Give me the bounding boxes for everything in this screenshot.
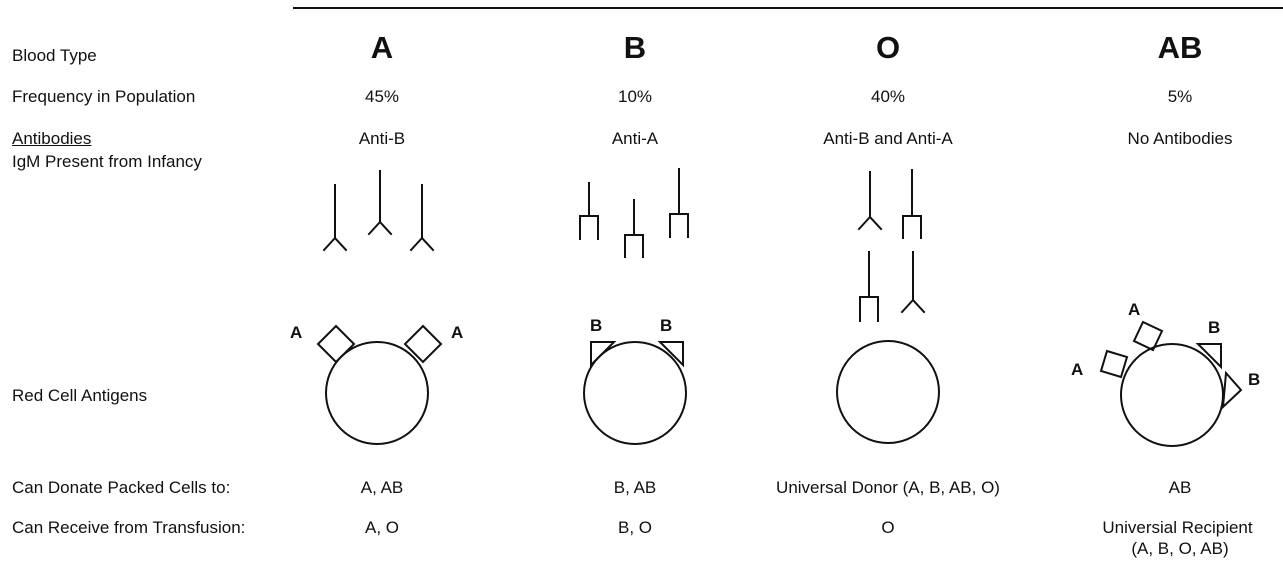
antigen-a-marker: [403, 324, 443, 364]
frequency-o: 40%: [870, 87, 906, 106]
antigen-label: B: [660, 316, 672, 335]
anti-a-antibody: [859, 251, 879, 322]
row-label-receive: Can Receive from Transfusion:: [12, 518, 246, 537]
blood-type-ab: AB: [1157, 30, 1203, 65]
anti-b-antibody: [409, 184, 435, 252]
row-label-antigens: Red Cell Antigens: [12, 386, 148, 405]
header-rule: [293, 7, 1283, 9]
antibodies-b: Anti-A: [611, 129, 659, 148]
row-label-antibodies: Antibodies: [12, 129, 92, 148]
antigen-a-marker: [1132, 320, 1164, 352]
frequency-b: 10%: [617, 87, 653, 106]
row-label-blood-type: Blood Type: [12, 46, 97, 65]
antigen-b-marker: [1221, 370, 1243, 410]
antibodies-a: Anti-B: [358, 129, 406, 148]
receive-a: A, O: [364, 518, 399, 537]
donate-ab: AB: [1168, 478, 1192, 497]
anti-b-antibody: [857, 171, 883, 231]
anti-a-antibody: [669, 168, 689, 238]
row-label-donate: Can Donate Packed Cells to:: [12, 478, 231, 497]
anti-a-antibody: [902, 169, 922, 239]
frequency-ab: 5%: [1167, 87, 1193, 106]
receive-o: O: [881, 518, 895, 537]
antigen-b-marker: [590, 341, 617, 368]
receive-b: B, O: [617, 518, 652, 537]
antigen-label: B: [1208, 318, 1220, 337]
receive-ab: Universial Recipient: [1102, 518, 1253, 537]
red-cell-b: [583, 341, 687, 445]
donate-a: A, AB: [360, 478, 404, 497]
antigen-label: A: [1071, 360, 1083, 379]
antigen-b-marker: [657, 341, 684, 368]
frequency-a: 45%: [364, 87, 400, 106]
anti-b-antibody: [322, 184, 348, 252]
red-cell-a: [325, 341, 429, 445]
blood-type-b: B: [623, 30, 647, 65]
anti-b-antibody: [367, 170, 393, 236]
antigen-label: A: [1128, 300, 1140, 319]
anti-b-antibody: [900, 251, 926, 314]
antibodies-o: Anti-B and Anti-A: [823, 129, 953, 148]
antigen-label: A: [451, 323, 463, 342]
blood-type-o: O: [875, 30, 901, 65]
antigen-label: A: [290, 323, 302, 342]
row-label-antibodies-sub: IgM Present from Infancy: [12, 152, 202, 171]
anti-a-antibody: [624, 199, 644, 258]
row-label-frequency: Frequency in Population: [12, 87, 196, 106]
red-cell-o: [836, 340, 940, 444]
antigen-label: B: [1248, 370, 1260, 389]
antigen-b-marker: [1195, 343, 1222, 370]
donate-o: Universal Donor (A, B, AB, O): [776, 478, 1000, 497]
antigen-a-marker: [1099, 349, 1129, 379]
receive-ab-line2: (A, B, O, AB): [1131, 539, 1229, 558]
donate-b: B, AB: [613, 478, 657, 497]
blood-type-a: A: [370, 30, 394, 65]
red-cell-ab: [1120, 343, 1224, 447]
antigen-a-marker: [316, 324, 356, 364]
antigen-label: B: [590, 316, 602, 335]
anti-a-antibody: [579, 182, 599, 240]
antibodies-ab: No Antibodies: [1127, 129, 1233, 148]
